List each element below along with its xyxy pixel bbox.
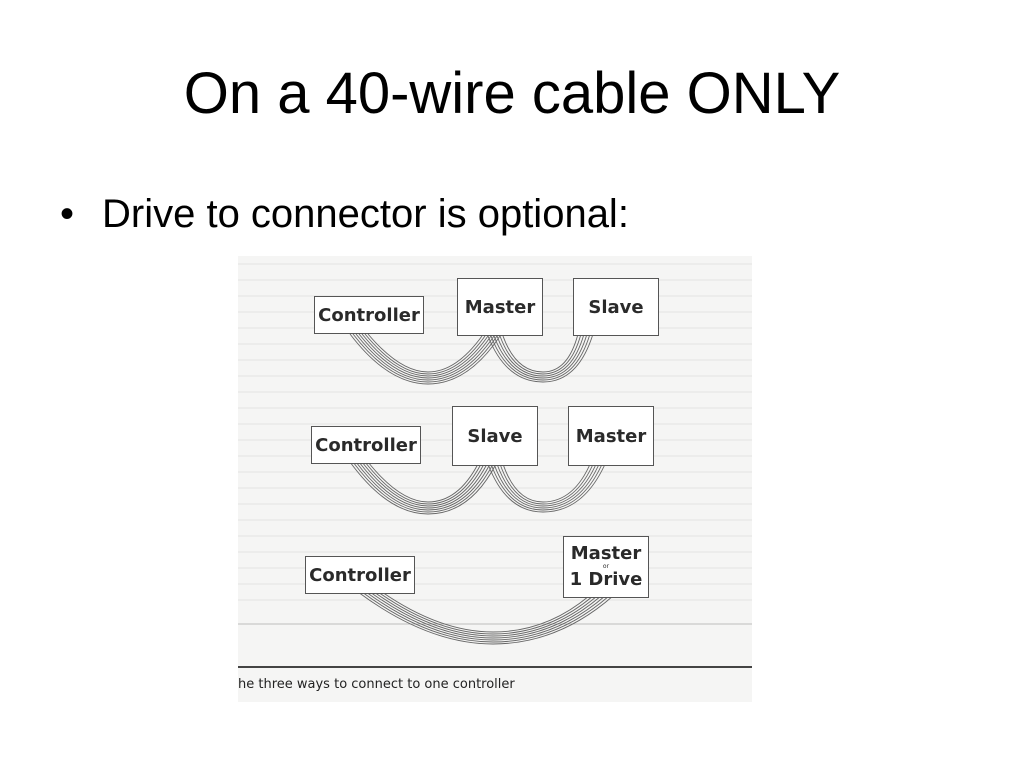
controller-label: Controller (318, 304, 420, 326)
controller-box: Controller (314, 296, 424, 334)
controller-label: Controller (309, 564, 411, 586)
cable-row-3 (357, 591, 614, 645)
single-drive-box: Master or 1 Drive (563, 536, 649, 598)
controller-label: Controller (315, 434, 417, 456)
slide-title: On a 40-wire cable ONLY (183, 61, 841, 126)
scanned-figure: Controller Master Slave Controller Slave… (238, 256, 752, 702)
cable-row-1 (349, 333, 594, 385)
figure-caption: he three ways to connect to one controll… (238, 677, 515, 692)
slave-drive-box: Slave (573, 278, 659, 336)
master-label: Master (575, 425, 647, 447)
master-label: Master (570, 543, 642, 564)
slave-label: Slave (467, 425, 523, 447)
bullet-item: • Drive to connector is optional: (60, 188, 629, 240)
bullet-dot: • (60, 192, 75, 236)
master-drive-box: Master (457, 278, 543, 336)
controller-box: Controller (305, 556, 415, 594)
master-drive-box: Master (568, 406, 654, 466)
or-label: or (602, 563, 610, 570)
bullet-text: Drive to connector is optional: (102, 192, 629, 236)
caption-rule (238, 666, 752, 668)
one-drive-label: 1 Drive (569, 569, 643, 590)
controller-box: Controller (311, 426, 421, 464)
master-label: Master (464, 296, 536, 318)
slave-drive-box: Slave (452, 406, 538, 466)
slave-label: Slave (588, 296, 644, 318)
cable-row-2 (349, 461, 607, 515)
